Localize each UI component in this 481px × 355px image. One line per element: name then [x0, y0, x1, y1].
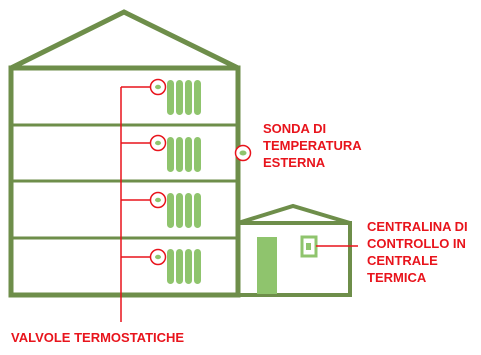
external-temperature-sensor: [234, 144, 252, 162]
thermostatic-valve: [149, 134, 167, 152]
valve-callout-lines: [120, 86, 150, 322]
radiators: [167, 80, 201, 284]
valves-label: VALVOLE TERMOSTATICHE: [11, 329, 184, 346]
thermostatic-valve: [149, 248, 167, 266]
thermostatic-valve: [149, 78, 167, 96]
radiator: [167, 80, 201, 115]
controller-label-line: TERMICA: [367, 270, 427, 285]
radiator: [167, 193, 201, 228]
main-building-roof: [9, 9, 240, 71]
main-building: [8, 9, 241, 298]
radiator: [167, 137, 201, 172]
sensor-label-line: TEMPERATURA: [263, 138, 362, 153]
control-unit-indicator: [306, 243, 311, 250]
boiler-room-walls: [236, 221, 352, 297]
controller-label-line: CENTRALINA DI: [367, 219, 468, 234]
controller-label-line: CENTRALE: [367, 253, 438, 268]
sensor-label-line: ESTERNA: [263, 155, 326, 170]
controller-label-line: CONTROLLO IN: [367, 236, 466, 251]
controller-label: CENTRALINA DI CONTROLLO IN CENTRALE TERM…: [367, 218, 468, 286]
thermostatic-valves: [149, 78, 167, 266]
boiler-room-building: [236, 203, 352, 297]
valves-label-text: VALVOLE TERMOSTATICHE: [11, 330, 185, 345]
sensor-label-line: SONDA DI: [263, 121, 327, 136]
radiator: [167, 249, 201, 284]
boiler-room-roof: [237, 203, 351, 225]
thermostatic-valve: [149, 191, 167, 209]
sensor-label: SONDA DI TEMPERATURA ESTERNA: [263, 120, 362, 171]
boiler-room-door: [257, 237, 277, 294]
